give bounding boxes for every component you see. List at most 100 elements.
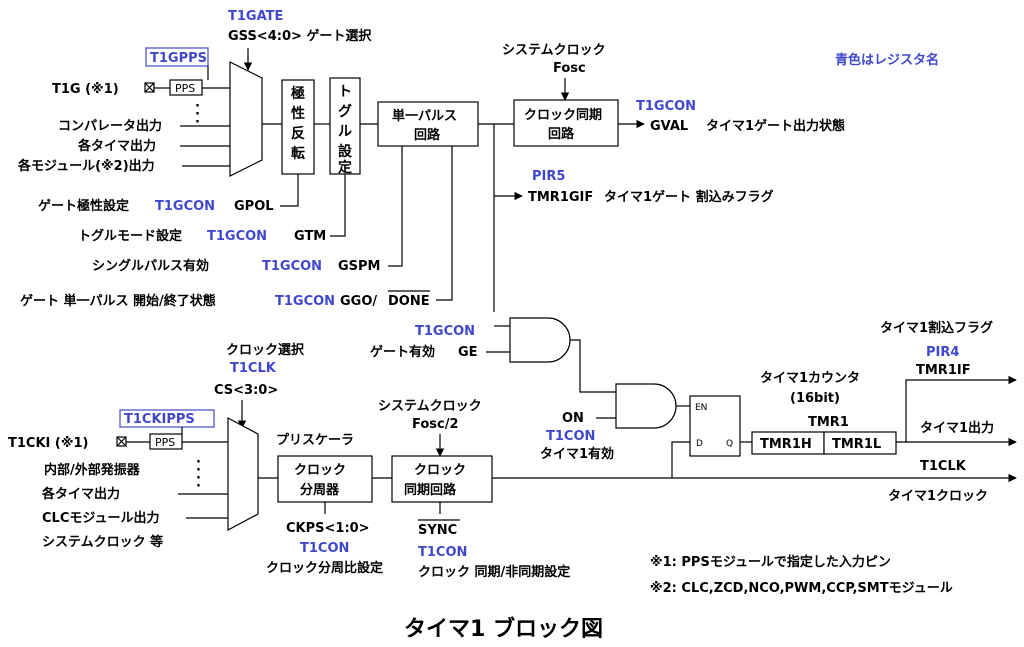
gtm-register: T1GCON [207, 229, 267, 244]
polarity-char-4: 転 [291, 145, 305, 162]
divider-label-2: 分周器 [300, 482, 340, 498]
ge-label: ゲート有効 [370, 344, 435, 360]
ggo-wire [436, 146, 453, 301]
gate-vdots-3: · [195, 115, 200, 130]
clk-to-latch-wire [492, 441, 740, 479]
gval-desc: タイマ1ゲート出力状態 [706, 118, 845, 134]
gpol-label: ゲート極性設定 [38, 198, 129, 214]
clk-vdots-3: · [196, 471, 201, 486]
tmr1l-label: TMR1L [832, 437, 881, 452]
latch-d: D [696, 439, 703, 449]
gval-label: GVAL [650, 119, 688, 134]
toggle-char-4: 設 [338, 143, 353, 160]
latch-q: Q [726, 439, 733, 449]
fosc2-label: Fosc/2 [412, 417, 459, 432]
enable-latch [689, 395, 741, 457]
gspm-bit: GSPM [338, 259, 381, 274]
gate-sync-box [513, 99, 619, 147]
t1ckipps-box [119, 409, 215, 428]
on-desc: タイマ1有効 [540, 446, 614, 462]
ggo-label: ゲート 単一パルス 開始/終了状態 [20, 293, 216, 309]
int-flag-label: タイマ1割込フラグ [880, 320, 993, 336]
toggle-box [329, 77, 361, 175]
gate-input-comparator: コンパレータ出力 [58, 118, 162, 134]
clk-input-osc: 内部/外部発振器 [44, 462, 141, 478]
on-label: ON [562, 411, 584, 426]
gpol-register: T1GCON [155, 199, 215, 214]
t1ckipps-register: T1CKIPPS [124, 412, 195, 427]
gate-mux [229, 61, 263, 177]
t1clk-desc: タイマ1クロック [888, 489, 988, 504]
on-register: T1CON [546, 429, 595, 444]
t1clk-label: T1CLK [920, 459, 967, 474]
gate-sync-label-1: クロック同期 [524, 108, 602, 123]
tmr1l-box [823, 431, 897, 455]
ggo-bit: GGO/ [340, 294, 377, 309]
clk-sync-box [391, 455, 493, 503]
tmr1h-label: TMR1H [760, 437, 812, 452]
clk-sync-label-1: クロック [414, 463, 466, 478]
sync-register: T1CON [418, 545, 467, 560]
ckps-label: CKPS<1:0> [286, 521, 370, 536]
single-pulse-label-1: 単一パルス [392, 108, 457, 124]
ckps-desc: クロック分周比設定 [266, 560, 383, 576]
t1cki-pin-cross [116, 436, 127, 447]
footnote-1: ※1: PPSモジュールで指定した入力ピン [650, 554, 891, 570]
divider-label-1: クロック [294, 463, 346, 478]
gspm-label: シングルパルス有効 [92, 258, 209, 274]
prescaler-label: プリスケーラ [276, 433, 354, 448]
ckps-register: T1CON [300, 541, 349, 556]
counter-label: タイマ1カウンタ [760, 371, 860, 386]
gate-fosc-label: Fosc [553, 61, 586, 76]
gate-input-modules: 各モジュール(※2)出力 [17, 158, 155, 174]
counter-bits: (16bit) [790, 391, 840, 406]
gtm-bit: GTM [294, 229, 326, 244]
clk-vdots-1: · [196, 455, 201, 470]
clk-input-sysclk: システムクロック 等 [42, 534, 163, 550]
sync-desc: クロック 同期/非同期設定 [418, 564, 570, 580]
polarity-char-2: 性 [291, 105, 305, 122]
gate-pps-label: PPS [175, 82, 195, 95]
sync-label: SYNC [418, 523, 457, 538]
gate-input-t1g: T1G (※1) [52, 82, 119, 97]
latch-en: EN [695, 403, 707, 413]
cs-label: CS<3:0> [214, 383, 278, 398]
ge-and-gate [509, 317, 571, 363]
tmr1-label: TMR1 [808, 415, 849, 430]
t1gpps-box [145, 47, 209, 67]
clk-input-timers: 各タイマ出力 [41, 486, 120, 502]
gpol-wire [280, 174, 299, 207]
diagram-title: タイマ1 ブロック図 [404, 616, 603, 642]
done-bit: DONE [388, 294, 430, 309]
tmr1gif-desc: タイマ1ゲート 割込みフラグ [604, 189, 774, 205]
clk-sel-label: クロック選択 [226, 342, 305, 358]
pir4-register: PIR4 [926, 345, 959, 360]
ggo-register: T1GCON [275, 294, 335, 309]
clk-input-t1cki: T1CKI (※1) [8, 436, 88, 451]
clk-sysclk-label: システムクロック [378, 399, 482, 414]
gspm-wire [388, 146, 403, 267]
t1clk-register: T1CLK [230, 361, 277, 376]
ge-bit: GE [458, 345, 478, 360]
t1gpps-register: T1GPPS [150, 51, 207, 66]
toggle-char-2: グ [338, 103, 352, 120]
gate-sysclk-label: システムクロック [502, 43, 606, 58]
toggle-char-3: ル [338, 124, 352, 140]
clock-mux [227, 417, 259, 531]
on-and-gate [615, 383, 677, 429]
timer1-out-label: タイマ1出力 [920, 420, 994, 436]
blue-register-note: 青色はレジスタ名 [835, 52, 939, 68]
gtm-label: トグルモード設定 [78, 228, 182, 244]
tmr1if-label: TMR1IF [916, 363, 971, 378]
clk-sync-label-2: 同期回路 [404, 482, 457, 498]
pir5-register: PIR5 [532, 169, 565, 184]
divider-box [277, 455, 373, 503]
gate-vdots-2: · [195, 107, 200, 122]
gval-register: T1GCON [636, 99, 696, 114]
t1g-pin-cross [144, 82, 155, 93]
ge-register: T1GCON [415, 324, 475, 339]
single-pulse-label-2: 回路 [414, 127, 441, 143]
tmr1gif-label: TMR1GIF [528, 190, 593, 205]
t1gate-register: T1GATE [228, 9, 283, 24]
